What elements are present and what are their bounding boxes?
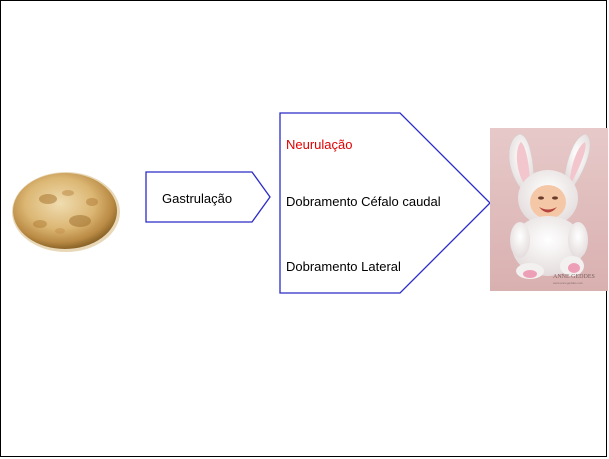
cephalocaudal-folding-label: Dobramento Céfalo caudal [286, 194, 441, 210]
lateral-folding-label: Dobramento Lateral [286, 259, 401, 275]
photo-caption: ANNE GEDDES [553, 274, 595, 280]
neurulation-label: Neurulação [286, 137, 353, 153]
gastrulation-label: Gastrulação [162, 191, 232, 207]
photo-subcaption: www.annegeddes.com [553, 281, 584, 285]
baby-bunny-photo: ANNE GEDDES www.annegeddes.com [490, 128, 608, 291]
